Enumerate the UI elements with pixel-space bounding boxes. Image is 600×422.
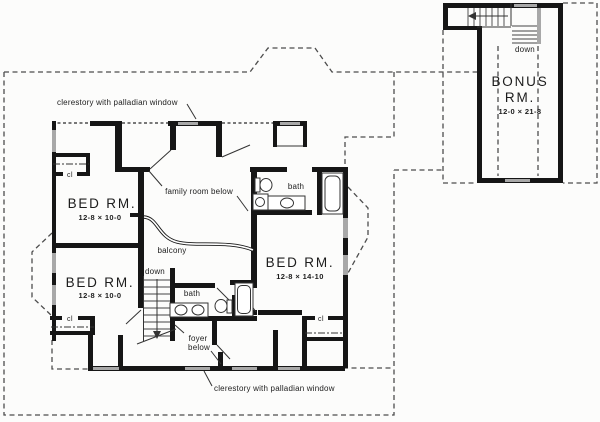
label-clerestory-bottom: clerestory with palladian window [214, 384, 335, 393]
leader-foyer-a [174, 324, 185, 334]
label-clerestory-top: clerestory with palladian window [57, 98, 178, 107]
label-bath-upper: bath [288, 182, 304, 191]
label-closet-1: cl [67, 172, 73, 179]
labels: clerestory with palladian window BED RM.… [57, 45, 548, 393]
label-down-main: down [145, 267, 165, 276]
label-bath-lower: bath [184, 289, 200, 298]
leader-foyer-b [210, 350, 222, 365]
stairs-main [144, 279, 170, 339]
leader-clerestory-bottom [203, 370, 213, 387]
bonus-top-wall [443, 3, 563, 8]
double-sink-vanity-fixture [169, 302, 209, 318]
label-bonus-name1: BONUS [491, 74, 548, 89]
label-down-bonus: down [515, 45, 535, 54]
stairs-down-arrow [153, 331, 161, 339]
balcony-rail-curve [143, 215, 254, 252]
bathtub-fixture-2 [234, 282, 254, 317]
bathtub-fixture [321, 172, 344, 215]
leader-clerestory-top [186, 103, 197, 120]
leader-family-room-b [236, 195, 249, 212]
bath-door [216, 287, 230, 301]
label-family-room-below: family room below [165, 187, 233, 196]
closet-doors [51, 163, 342, 334]
stairs-bonus [467, 3, 537, 44]
sink-vanity-fixture [252, 193, 306, 211]
label-foyer-line1: foyer [189, 334, 208, 343]
toilet-fixture [254, 177, 273, 193]
leader-family-room-a [148, 170, 163, 187]
balcony-rail-stub [130, 213, 144, 217]
left-exterior-wall [52, 121, 56, 341]
label-balcony: balcony [158, 246, 187, 255]
bay-window-right-dashed [347, 186, 369, 274]
label-bedroom2-dims: 12-8 × 10-0 [79, 291, 122, 300]
label-closet-2: cl [67, 316, 73, 323]
windows [52, 4, 541, 370]
detail-lines [125, 103, 303, 387]
label-foyer-line2: below [188, 343, 210, 352]
bedroom2-door [125, 309, 142, 325]
bonus-kneewall-dashes [497, 46, 539, 176]
bonus-right-wall [558, 3, 563, 183]
label-bedroom3-name: BED RM. [266, 255, 335, 270]
label-bedroom2-name: BED RM. [66, 275, 135, 290]
label-bedroom3-dims: 12-8 × 14-10 [276, 272, 324, 281]
label-closet-3: cl [318, 316, 324, 323]
toilet-fixture-2 [214, 299, 233, 314]
bay-window-left-dashed [31, 232, 53, 317]
label-bonus-dims: 12-0 × 21-8 [499, 107, 542, 116]
bedroom-divider-wall [52, 243, 143, 248]
bath-fixtures [169, 172, 344, 318]
bonus-stairs-down-arrow [468, 12, 476, 20]
label-bedroom1-dims: 12-8 × 10-0 [79, 213, 122, 222]
label-bedroom1-name: BED RM. [68, 196, 137, 211]
palladian-window-bottom [185, 367, 210, 370]
palladian-window-top [178, 122, 198, 125]
bonus-left-wall [477, 26, 482, 183]
bottom-exterior-wall [88, 366, 345, 371]
walls [50, 3, 563, 371]
label-bonus-name2: RM. [505, 90, 535, 105]
roofline-dashed [3, 2, 598, 416]
